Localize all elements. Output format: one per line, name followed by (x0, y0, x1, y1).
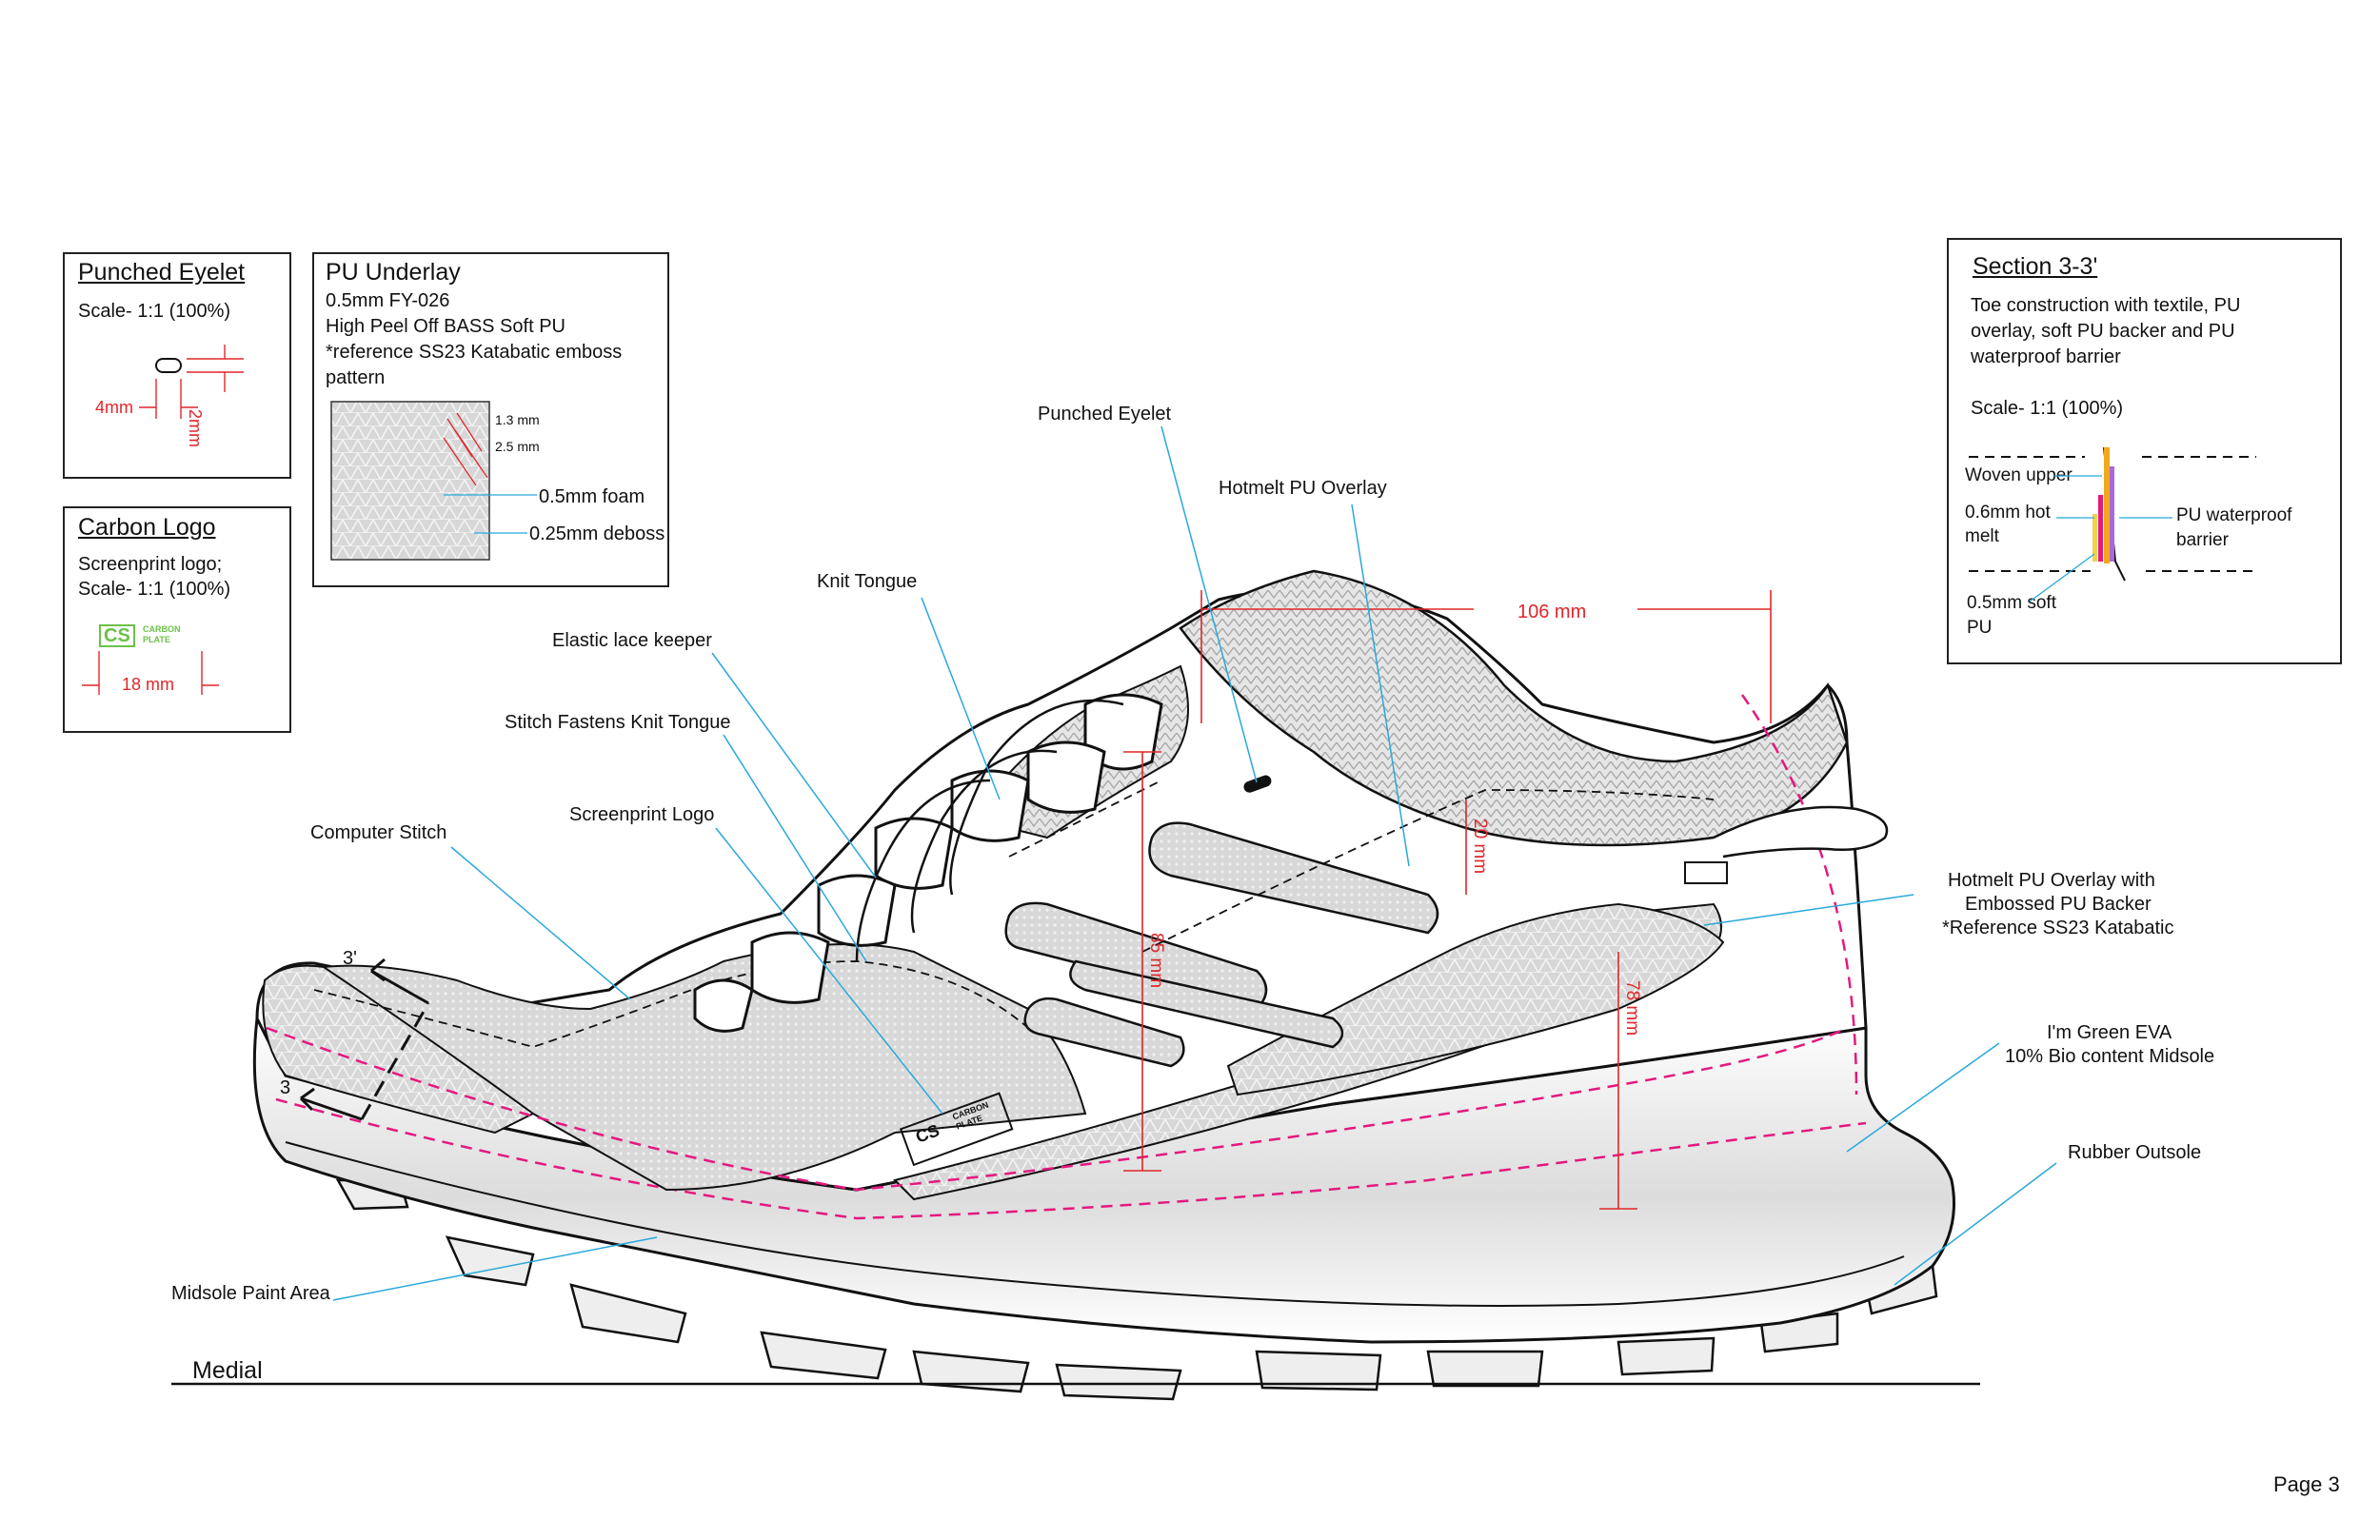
pu-dim-lines (443, 412, 488, 486)
section-cross-section (1969, 446, 2256, 602)
section-line2: overlay, soft PU backer and PU (1971, 321, 2235, 342)
page-number: Page 3 (2273, 1472, 2340, 1496)
vamp-mesh (321, 943, 1087, 1192)
side-label: Medial (192, 1357, 263, 1384)
section-marker-upper: 3' (343, 948, 357, 969)
collar-punched-eyelet (1243, 775, 1272, 793)
outsole-lugs (335, 1178, 1938, 1401)
laces (855, 699, 1124, 962)
section-barrier-label2: barrier (2176, 530, 2229, 550)
section-line1: Toe construction with textile, PU (1971, 295, 2241, 316)
stitch-lines (313, 780, 1715, 1048)
callout-screenprint-logo: Screenprint Logo (569, 804, 715, 825)
eyelet-dim-lines (139, 345, 244, 419)
section-hotmelt-label1: 0.6mm hot (1965, 503, 2051, 523)
pu-dim-b: 2.5 mm (495, 439, 540, 454)
eyelet-width-dim: 4mm (95, 398, 133, 417)
side-stripes (1004, 821, 1439, 1068)
section-barrier-label1: PU waterproof (2176, 505, 2292, 525)
callout-hotmelt-overlay: Hotmelt PU Overlay (1219, 478, 1387, 499)
pu-underlay-line2: High Peel Off BASS Soft PU (326, 316, 565, 337)
callout-knit-tongue: Knit Tongue (817, 571, 918, 592)
dim-78: 78 mm (1622, 980, 1642, 1037)
callout-hotmelt-embossed-1: Hotmelt PU Overlay with (1948, 870, 2155, 891)
heel-pull-loop (1713, 805, 1889, 859)
collar-knit (1179, 569, 1849, 847)
leader-lines (332, 425, 2057, 1301)
pu-underlay-line1: 0.5mm FY-026 (326, 290, 450, 311)
dim-20: 20 mm (1470, 819, 1490, 875)
callout-eva-2: 10% Bio content Midsole (2005, 1046, 2215, 1067)
dimension-lines (1123, 590, 1772, 1210)
carbon-logo-title: Carbon Logo (78, 514, 216, 541)
carbon-logo-width-dim: 18 mm (122, 675, 175, 694)
pu-foam-label: 0.5mm foam (539, 486, 645, 507)
carbon-logo-box (63, 506, 291, 733)
callout-stitch-fastens: Stitch Fastens Knit Tongue (505, 712, 731, 733)
carbon-logo-mark: CS (99, 624, 135, 647)
pu-leader-lines (444, 494, 537, 534)
section-soft-label2: PU (1967, 618, 1993, 638)
callout-elastic-lace-keeper: Elastic lace keeper (552, 630, 712, 651)
section-marker-lower: 3 (280, 1077, 291, 1098)
section-box (1947, 238, 2342, 664)
callout-hotmelt-embossed-2: Embossed PU Backer (1965, 894, 2152, 915)
eyelet-sample (155, 358, 182, 373)
section-title: Section 3-3' (1973, 253, 2098, 280)
pu-underlay-title: PU Underlay (326, 259, 461, 286)
punched-eyelet-scale: Scale- 1:1 (100%) (78, 301, 231, 322)
carbon-logo-line1: Screenprint logo; (78, 554, 223, 575)
section-line3: waterproof barrier (1971, 346, 2121, 367)
dim-106: 106 mm (1517, 602, 1587, 622)
section-hotmelt-label2: melt (1965, 526, 1999, 546)
callout-midsole-paint: Midsole Paint Area (171, 1283, 330, 1304)
callout-hotmelt-embossed-3: *Reference SS23 Katabatic (1942, 918, 2174, 938)
pu-underlay-swatch (330, 401, 490, 561)
heel-embossed-panel (1226, 902, 1725, 1096)
heel-tab-logo (1684, 861, 1728, 884)
carbon-logo-line2: Scale- 1:1 (100%) (78, 579, 231, 600)
shoe-logo-frame (899, 1092, 1014, 1167)
midsole-lower-line (285, 1141, 1905, 1307)
pu-dim-a: 1.3 mm (495, 412, 540, 427)
section-marker (299, 958, 430, 1121)
pu-underlay-line4: pattern (326, 367, 386, 388)
dim-85: 85 mm (1146, 933, 1166, 989)
carbon-logo-word1: CARBON (143, 624, 181, 634)
midsole-paint-area (275, 1097, 1867, 1220)
callout-eva-1: I'm Green EVA (2047, 1022, 2172, 1043)
callout-rubber-outsole: Rubber Outsole (2068, 1142, 2202, 1163)
callout-punched-eyelet: Punched Eyelet (1038, 404, 1172, 424)
callout-computer-stitch: Computer Stitch (310, 822, 447, 843)
section-woven-label: Woven upper (1965, 465, 2073, 485)
pink-stitch-lines (266, 694, 1858, 1192)
carbon-logo-word2: PLATE (143, 635, 170, 644)
section-scale: Scale- 1:1 (100%) (1971, 398, 2124, 419)
carbon-logo-dim-lines (82, 651, 219, 695)
pu-deboss-label: 0.25mm deboss (529, 523, 665, 544)
punched-eyelet-title: Punched Eyelet (78, 259, 246, 286)
pu-underlay-line3: *reference SS23 Katabatic emboss (326, 342, 623, 363)
